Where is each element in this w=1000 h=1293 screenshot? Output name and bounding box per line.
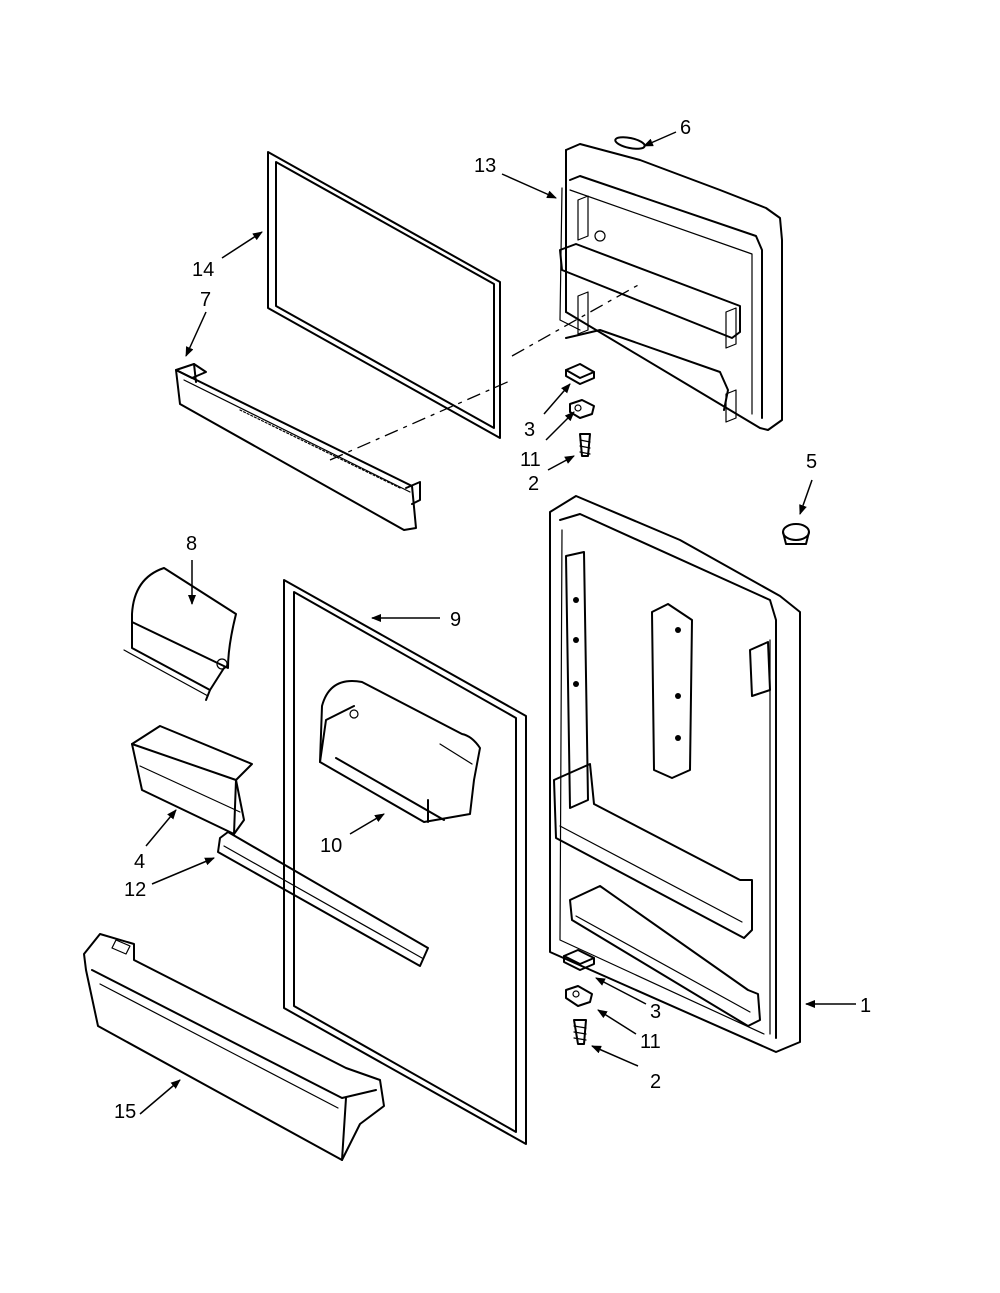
door-handle-cap	[614, 136, 646, 150]
callout-5: 5	[806, 451, 817, 473]
callout-4: 4	[134, 851, 145, 873]
dairy-door-cover	[123, 567, 237, 701]
freezer-gasket	[267, 151, 501, 439]
callout-10: 10	[320, 835, 342, 857]
callout-3-lower: 3	[650, 1001, 661, 1023]
door-shelf-bin	[319, 680, 481, 823]
callout-2-lower: 2	[650, 1071, 661, 1093]
callout-9: 9	[450, 609, 461, 631]
callout-11-lower: 11	[640, 1031, 661, 1053]
fresh-food-door	[549, 495, 801, 1053]
callout-8: 8	[186, 533, 197, 555]
callout-3-upper: 3	[524, 419, 535, 441]
callout-2-upper: 2	[528, 473, 539, 495]
lower-hinge-screw	[573, 1019, 587, 1045]
callout-13: 13	[474, 155, 496, 177]
shelf-trim	[217, 831, 429, 967]
callout-14: 14	[192, 259, 214, 281]
fresh-food-gasket	[283, 579, 527, 1145]
freezer-door-shelf	[175, 363, 421, 531]
leader-lines	[139, 131, 856, 1115]
callout-6: 6	[680, 117, 691, 139]
callout-15: 15	[114, 1101, 136, 1123]
lower-hinge-shim	[565, 985, 593, 1007]
freezer-door	[559, 143, 783, 431]
assembly-lines	[329, 283, 641, 461]
lower-hinge-bracket	[563, 949, 595, 971]
callout-1: 1	[860, 995, 871, 1017]
upper-hinge-shim	[569, 399, 595, 419]
upper-hinge-screw	[579, 433, 591, 457]
door-shelf	[83, 933, 385, 1161]
callout-7: 7	[200, 289, 211, 311]
plug-button	[782, 523, 810, 545]
upper-hinge-bracket	[565, 363, 595, 385]
callout-12: 12	[124, 879, 146, 901]
dairy-bin	[131, 725, 253, 835]
callout-11-upper: 11	[520, 449, 541, 471]
